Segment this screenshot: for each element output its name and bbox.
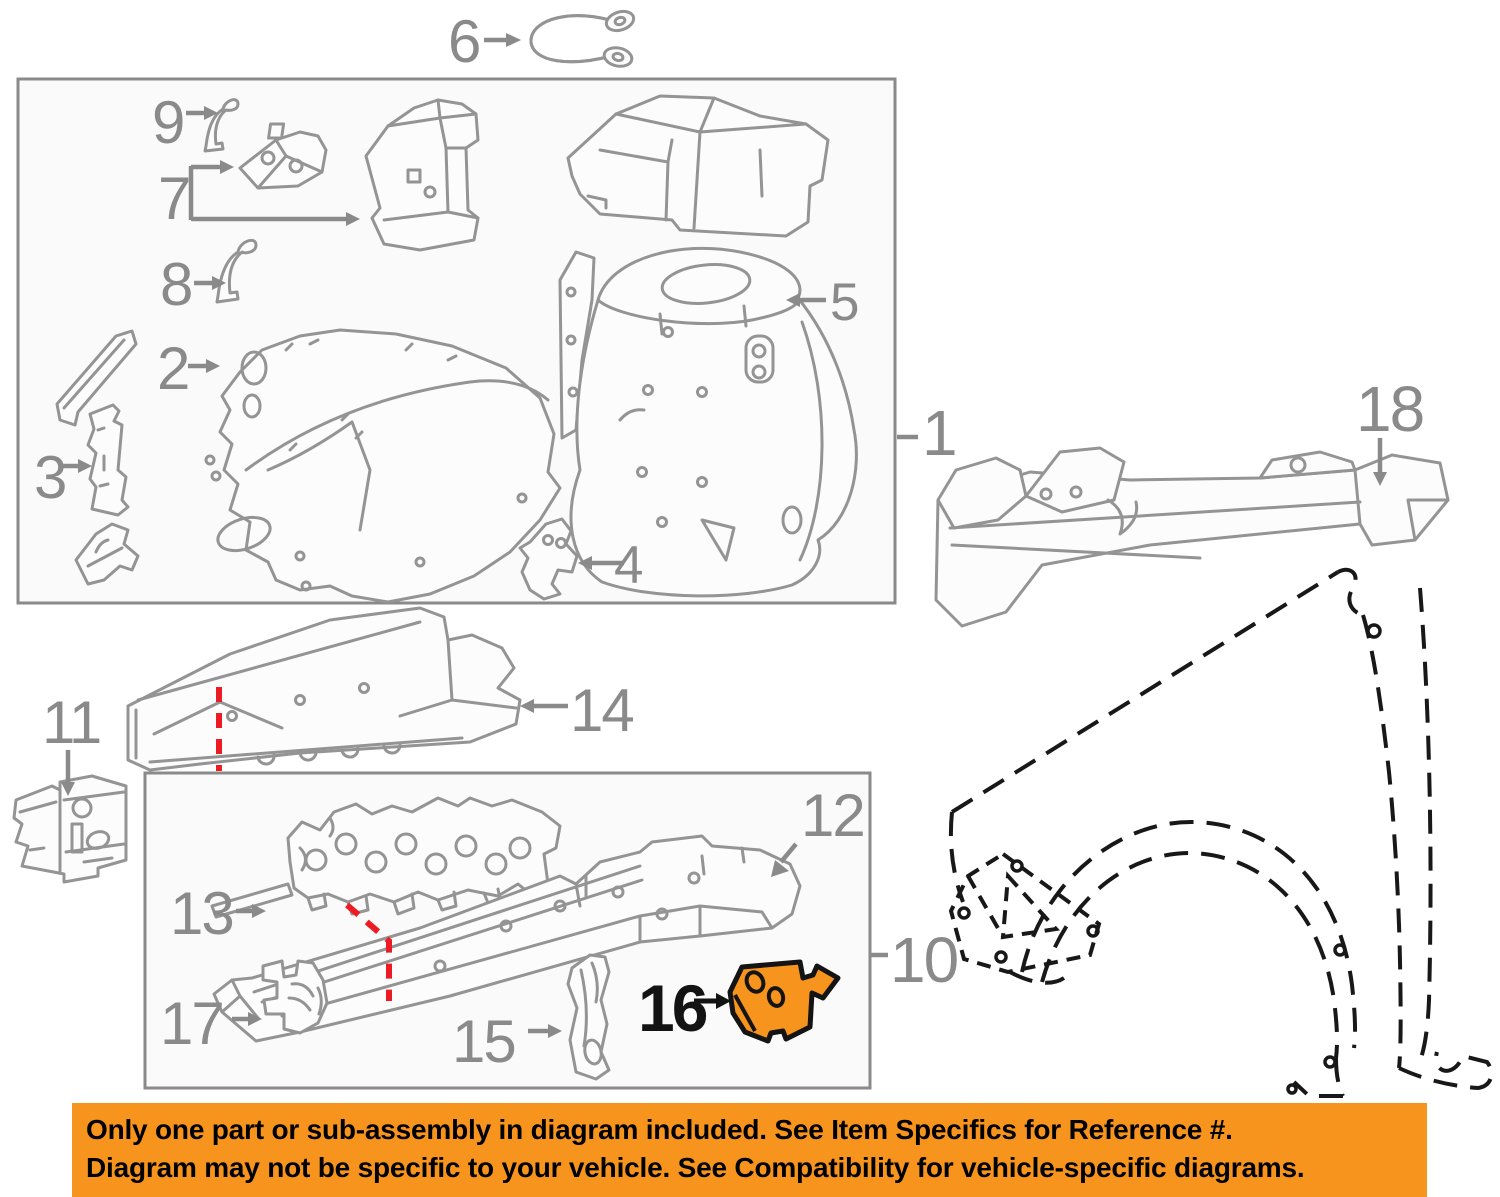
callout-12-arrow bbox=[771, 842, 798, 877]
part-cowl-side-member bbox=[566, 94, 830, 238]
fender-dashed-outline bbox=[948, 567, 1494, 1098]
callout-6-label: 6 bbox=[448, 8, 479, 75]
callout-18-label: 18 bbox=[1356, 373, 1423, 445]
callout-8-arrow bbox=[194, 276, 226, 290]
part-18-frame-rail bbox=[934, 446, 1450, 628]
part-9-bracket bbox=[203, 98, 240, 153]
highlighted-part-16 bbox=[727, 959, 841, 1044]
callout-8-label: 8 bbox=[160, 251, 191, 318]
callout-6-arrow bbox=[484, 33, 521, 47]
disclaimer-line-1: Only one part or sub-assembly in diagram… bbox=[86, 1114, 1233, 1145]
part-sill-strip bbox=[55, 329, 138, 427]
callout-17-label: 17 bbox=[160, 990, 223, 1057]
callout-12-label: 12 bbox=[801, 782, 864, 849]
part-12-side-rail bbox=[212, 834, 802, 1043]
callout-3-label: 3 bbox=[34, 444, 65, 511]
disclaimer-banner: Only one part or sub-assembly in diagram… bbox=[72, 1103, 1427, 1197]
red-section-line-12 bbox=[345, 902, 392, 1001]
part-17-bracket bbox=[261, 959, 329, 1035]
part-7-mount-large bbox=[364, 98, 480, 252]
callout-3-arrow bbox=[60, 459, 92, 473]
part-8-bracket bbox=[215, 238, 258, 304]
callout-10-label: 10 bbox=[890, 924, 958, 996]
part-3-pillar-panel bbox=[86, 403, 130, 517]
part-2-apron-panel bbox=[204, 328, 562, 604]
callout-15-label: 15 bbox=[452, 1008, 515, 1075]
callout-17-arrow bbox=[232, 1012, 262, 1026]
callout-18-arrow bbox=[1373, 438, 1387, 486]
callout-1-label: 1 bbox=[922, 397, 956, 469]
callout-14-arrow bbox=[520, 699, 568, 713]
callout-11-arrow bbox=[61, 750, 75, 796]
callout-2-label: 2 bbox=[157, 335, 188, 402]
callout-2-arrow bbox=[188, 359, 220, 373]
disclaimer-line-2: Diagram may not be specific to your vehi… bbox=[86, 1152, 1305, 1183]
part-5-strut-tower bbox=[558, 246, 858, 598]
callout-13-arrow bbox=[236, 904, 266, 918]
callout-15-arrow bbox=[528, 1024, 562, 1038]
callout-7-arrow bbox=[188, 160, 360, 226]
callout-14-label: 14 bbox=[570, 677, 633, 744]
part-15-gusset bbox=[566, 953, 611, 1081]
part-11-module bbox=[12, 774, 128, 884]
callout-5-arrow bbox=[786, 293, 826, 307]
callout-9-arrow bbox=[186, 106, 218, 120]
callout-13-label: 13 bbox=[170, 880, 233, 947]
callout-16-label: 16 bbox=[638, 971, 707, 1045]
callout-4-label: 4 bbox=[614, 536, 642, 595]
callout-9-label: 9 bbox=[152, 89, 183, 156]
part-14-apron-rail bbox=[126, 606, 522, 772]
part-13-reinforcement bbox=[210, 796, 562, 919]
callout-7-label: 7 bbox=[158, 165, 189, 232]
callout-11-label: 11 bbox=[42, 689, 100, 756]
callout-4-arrow bbox=[578, 556, 624, 570]
part-7-mount-small bbox=[238, 122, 328, 190]
callout-5-label: 5 bbox=[830, 273, 858, 332]
part-6-tow-hook bbox=[529, 9, 636, 68]
part-small-bracket bbox=[74, 522, 140, 586]
callout-16-arrow bbox=[694, 993, 731, 1009]
part-4-plate bbox=[518, 517, 579, 601]
